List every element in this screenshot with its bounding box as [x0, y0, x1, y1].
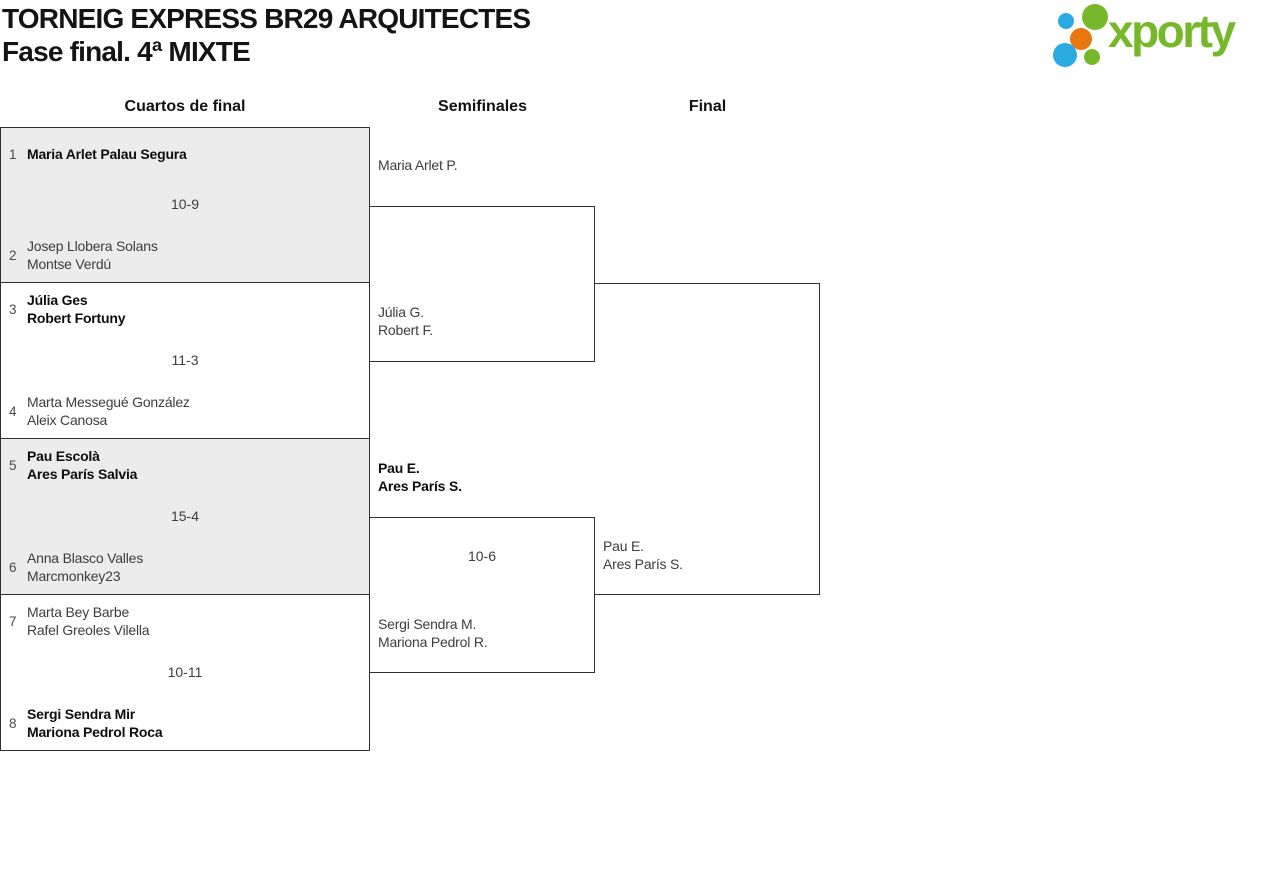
match-score: 11-3	[171, 351, 199, 368]
team-names: Marta Bey Barbe Rafel Greoles Vilella	[27, 604, 150, 638]
final-match-box	[595, 283, 820, 595]
seed-number: 6	[9, 560, 17, 575]
column-header-final: Final	[688, 98, 727, 115]
logo-dots-icon	[1053, 4, 1108, 67]
semifinal-match-2-box	[369, 517, 595, 673]
team-row: 3 Júlia Ges Robert Fortuny	[1, 292, 369, 327]
logo-dot-green-small	[1084, 49, 1100, 65]
team-row: 6 Anna Blasco Valles Marcmonkey23	[1, 550, 369, 585]
logo-dot-orange	[1070, 28, 1092, 50]
team-row: 2 Josep Llobera Solans Montse Verdú	[1, 238, 369, 273]
seed-number: 8	[9, 716, 17, 731]
logo-dot-blue-small	[1058, 13, 1074, 29]
seed-number: 5	[9, 458, 17, 473]
team-names: Maria Arlet Palau Segura	[27, 145, 187, 162]
semifinal-2-top-team: Pau E. Ares París S.	[378, 460, 462, 494]
seed-number: 7	[9, 614, 17, 629]
team-names: Marta Messegué González Aleix Canosa	[27, 394, 190, 428]
team-row: 8 Sergi Sendra Mir Mariona Pedrol Roca	[1, 706, 369, 741]
page-subtitle: Fase final. 4ª MIXTE	[2, 36, 251, 67]
seed-number: 2	[9, 248, 17, 263]
seed-number: 3	[9, 302, 17, 317]
column-header-quarterfinals: Cuartos de final	[124, 98, 246, 115]
team-row: 5 Pau Escolà Ares París Salvia	[1, 448, 369, 483]
quarterfinal-match-2: 3 Júlia Ges Robert Fortuny 11-3 4 Marta …	[0, 282, 370, 439]
team-names: Pau Escolà Ares París Salvia	[27, 448, 138, 482]
final-bottom-team: Pau E. Ares París S.	[603, 538, 683, 572]
match-score: 10-9	[170, 196, 200, 212]
match-score: 15-4	[170, 507, 200, 524]
team-names: Júlia Ges Robert Fortuny	[27, 292, 126, 326]
semifinal-match-1-box	[369, 206, 595, 362]
match-score: 10-11	[167, 663, 203, 680]
quarterfinal-match-3: 5 Pau Escolà Ares París Salvia 15-4 6 An…	[0, 438, 370, 595]
column-header-semifinals: Semifinales	[438, 98, 527, 115]
team-row: 7 Marta Bey Barbe Rafel Greoles Vilella	[1, 604, 369, 639]
team-names: Sergi Sendra Mir Mariona Pedrol Roca	[27, 706, 163, 740]
logo-dot-green-large	[1082, 4, 1108, 30]
team-names: Josep Llobera Solans Montse Verdú	[27, 238, 158, 272]
semifinal-2-bottom-team: Sergi Sendra M. Mariona Pedrol R.	[378, 616, 488, 650]
quarterfinal-match-4: 7 Marta Bey Barbe Rafel Greoles Vilella …	[0, 594, 370, 751]
semifinal-2-score: 10-6	[467, 548, 497, 564]
seed-number: 4	[9, 404, 17, 419]
logo-dot-blue-large	[1053, 43, 1077, 67]
semifinal-1-bottom-team: Júlia G. Robert F.	[378, 304, 433, 338]
xporty-logo: xporty	[1046, 0, 1280, 75]
seed-number: 1	[9, 147, 17, 162]
semifinal-1-top-team: Maria Arlet P.	[378, 157, 458, 173]
team-row: 1 Maria Arlet Palau Segura	[1, 137, 369, 172]
team-names: Anna Blasco Valles Marcmonkey23	[27, 550, 143, 584]
page-title: TORNEIG EXPRESS BR29 ARQUITECTES	[2, 3, 531, 34]
logo-text: xporty	[1108, 5, 1236, 57]
quarterfinal-match-1: 1 Maria Arlet Palau Segura 10-9 2 Josep …	[0, 127, 370, 283]
team-row: 4 Marta Messegué González Aleix Canosa	[1, 394, 369, 429]
